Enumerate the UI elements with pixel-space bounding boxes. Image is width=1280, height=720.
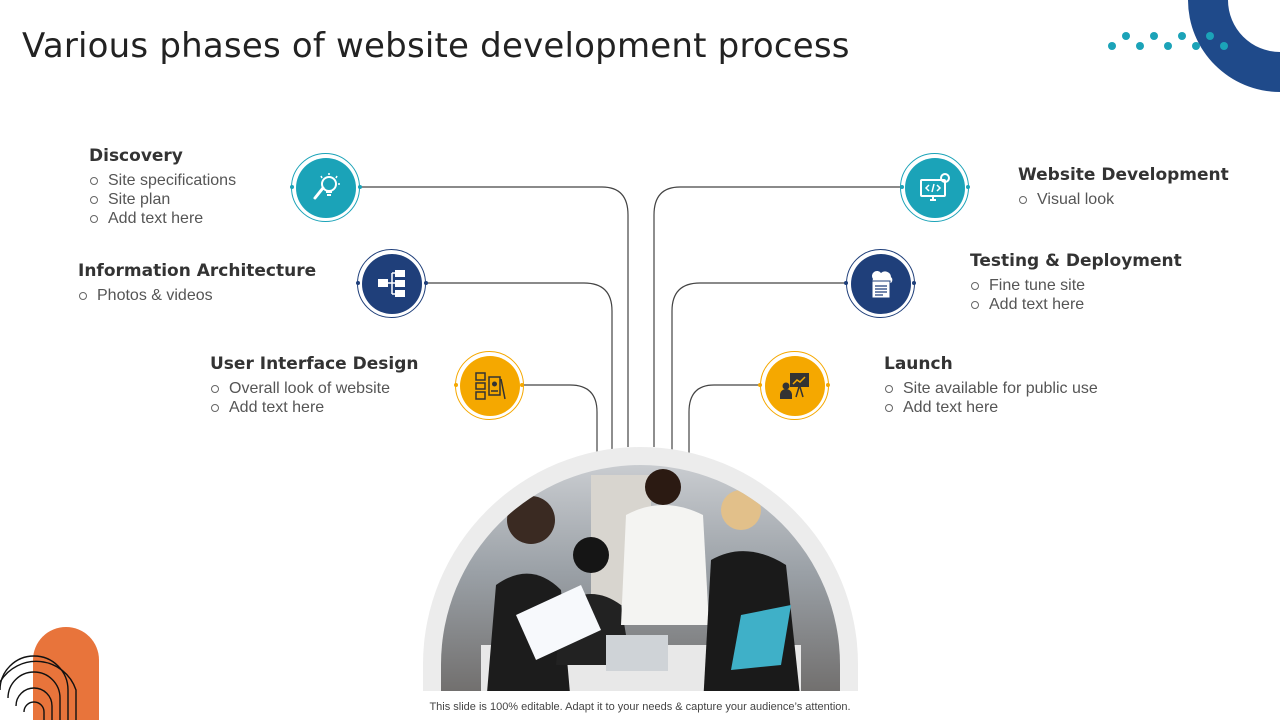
team-photo <box>441 465 840 691</box>
phase-item: Site plan <box>89 190 236 209</box>
phase-items: Overall look of website Add text here <box>210 379 418 417</box>
phase-title: Website Development <box>1018 165 1229 185</box>
lightbulb-magnifier-icon <box>313 172 340 199</box>
phase-item: Add text here <box>970 295 1182 314</box>
phase-items: Photos & videos <box>78 286 316 305</box>
information-architecture-icon-ring <box>357 249 426 318</box>
phase-testing-deployment: Testing & Deployment Fine tune site Add … <box>970 251 1182 314</box>
footer-note: This slide is 100% editable. Adapt it to… <box>429 701 851 713</box>
team-photo-frame <box>423 447 858 691</box>
phase-items: Site specifications Site plan Add text h… <box>89 171 236 228</box>
testing-deployment-icon-ring <box>846 249 915 318</box>
phase-ui-design: User Interface Design Overall look of we… <box>210 354 418 417</box>
phase-title: Launch <box>884 354 953 374</box>
phase-item: Add text here <box>884 398 1098 417</box>
phase-title: User Interface Design <box>210 354 419 374</box>
phase-title: Information Architecture <box>78 261 317 281</box>
phase-website-development: Website Development Visual look <box>1018 165 1229 209</box>
dot-pattern-decoration <box>1108 32 1228 50</box>
wireframe-icon <box>474 371 506 400</box>
phase-item: Add text here <box>210 398 418 417</box>
ui-design-icon-ring <box>455 351 524 420</box>
phase-title: Testing & Deployment <box>970 251 1182 271</box>
phase-item: Site specifications <box>89 171 236 190</box>
website-development-icon-ring <box>900 153 969 222</box>
phase-item: Visual look <box>1018 190 1229 209</box>
phase-launch: Launch Site available for public use Add… <box>884 354 1098 417</box>
phase-discovery: Discovery Site specifications Site plan … <box>89 146 236 228</box>
cloud-document-icon <box>871 270 892 298</box>
phase-items: Site available for public use Add text h… <box>884 379 1098 417</box>
phase-items: Visual look <box>1018 190 1229 209</box>
connector-lines <box>358 186 900 455</box>
phase-items: Fine tune site Add text here <box>970 276 1182 314</box>
phase-item: Photos & videos <box>78 286 316 305</box>
phase-item: Site available for public use <box>884 379 1098 398</box>
bottom-left-decoration <box>0 627 99 720</box>
sitemap-icon <box>377 269 405 297</box>
slide-title: Various phases of website development pr… <box>22 26 850 66</box>
presentation-board-icon <box>779 372 809 399</box>
phase-item: Add text here <box>89 209 236 228</box>
top-right-arc-decoration <box>1188 0 1280 92</box>
phase-information-architecture: Information Architecture Photos & videos <box>78 261 316 305</box>
phase-title: Discovery <box>89 146 183 166</box>
monitor-code-icon <box>919 172 950 201</box>
launch-icon-ring <box>760 351 829 420</box>
team-meeting-illustration <box>481 469 801 691</box>
phase-item: Fine tune site <box>970 276 1182 295</box>
phase-item: Overall look of website <box>210 379 418 398</box>
discovery-icon-ring <box>291 153 360 222</box>
